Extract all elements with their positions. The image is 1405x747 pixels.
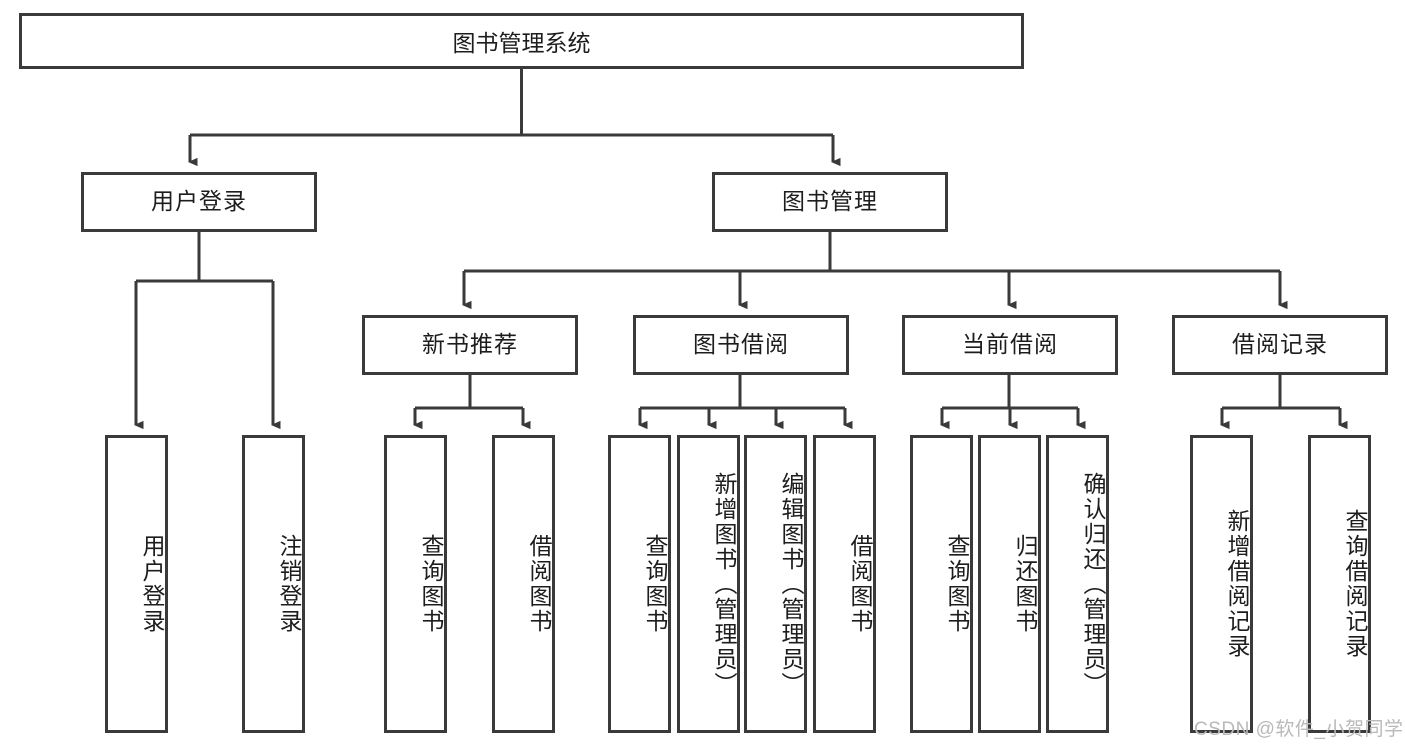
leaf-return-book[interactable]: 归还图书 [978,435,1041,733]
node-label: 查询图书 [944,534,970,634]
watermark-text: CSDN @软件_小贺同学 [1194,719,1404,740]
node-label: 新增图书（管理员） [711,471,737,697]
node-label: 当前借阅 [962,331,1058,358]
node-label: 注销登录 [276,534,302,634]
leaf-query-book-current[interactable]: 查询图书 [910,435,973,733]
node-label: 查询借阅记录 [1342,509,1368,659]
node-label: 编辑图书（管理员） [778,471,804,697]
leaf-edit-book-admin[interactable]: 编辑图书（管理员） [744,435,807,733]
node-label: 借阅图书 [847,534,873,634]
node-label: 借阅记录 [1232,331,1328,358]
node-label: 图书借阅 [693,331,789,358]
node-label: 图书管理系统 [452,30,591,56]
leaf-add-borrow-record[interactable]: 新增借阅记录 [1190,435,1253,733]
node-book-management[interactable]: 图书管理 [712,172,948,232]
leaf-logout[interactable]: 注销登录 [242,435,305,733]
leaf-borrow-book-newbook[interactable]: 借阅图书 [492,435,555,733]
node-label: 新增借阅记录 [1224,509,1250,659]
node-label: 归还图书 [1012,534,1038,634]
node-root-system[interactable]: 图书管理系统 [19,13,1024,69]
node-user-login[interactable]: 用户登录 [81,172,317,232]
node-label: 查询图书 [642,534,668,634]
node-label: 图书管理 [782,188,878,215]
node-current-borrow[interactable]: 当前借阅 [902,315,1118,375]
node-label: 用户登录 [151,188,247,215]
leaf-add-book-admin[interactable]: 新增图书（管理员） [677,435,740,733]
leaf-borrow-book[interactable]: 借阅图书 [813,435,876,733]
node-borrow-record[interactable]: 借阅记录 [1172,315,1388,375]
node-label: 确认归还（管理员） [1080,471,1106,697]
node-label: 新书推荐 [422,331,518,358]
leaf-user-login[interactable]: 用户登录 [105,435,168,733]
leaf-confirm-return-admin[interactable]: 确认归还（管理员） [1046,435,1109,733]
node-label: 借阅图书 [526,534,552,634]
leaf-query-book-newbook[interactable]: 查询图书 [384,435,447,733]
node-book-borrow[interactable]: 图书借阅 [633,315,849,375]
leaf-query-book-borrow[interactable]: 查询图书 [608,435,671,733]
node-new-book-recommend[interactable]: 新书推荐 [362,315,578,375]
leaf-query-borrow-record[interactable]: 查询借阅记录 [1308,435,1371,733]
node-label: 查询图书 [418,534,444,634]
node-label: 用户登录 [139,534,165,634]
